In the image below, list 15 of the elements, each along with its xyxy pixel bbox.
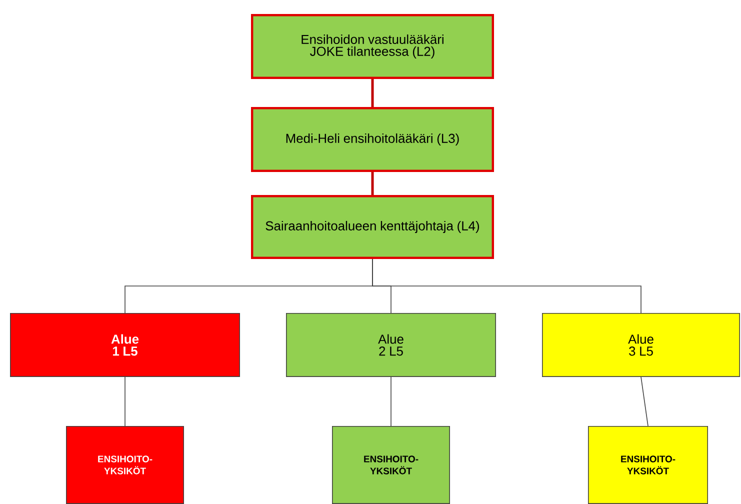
area-box: Alue 2 L5 bbox=[286, 312, 496, 377]
role-box: Sairaanhoitoalueen kenttäjohtaja (L4) bbox=[251, 195, 494, 259]
role-box: Medi-Heli ensihoitolääkäri (L3) bbox=[251, 107, 494, 172]
connector-line bbox=[372, 258, 642, 314]
connector-line bbox=[371, 172, 374, 195]
connector-line bbox=[371, 78, 374, 107]
unit-box: ENSIHOITO- YKSIKÖT bbox=[332, 426, 450, 504]
area-box: Alue 1 L5 bbox=[10, 312, 240, 377]
connector-line bbox=[390, 376, 392, 426]
role-box: Ensihoidon vastuulääkäri JOKE tilanteessa (L2) bbox=[251, 14, 494, 79]
unit-box: ENSIHOITO- YKSIKÖT bbox=[588, 426, 708, 504]
area-box: Alue 3 L5 bbox=[542, 312, 740, 377]
connector-line bbox=[640, 376, 648, 426]
connector-line bbox=[124, 376, 126, 426]
unit-box: ENSIHOITO- YKSIKÖT bbox=[66, 426, 184, 504]
